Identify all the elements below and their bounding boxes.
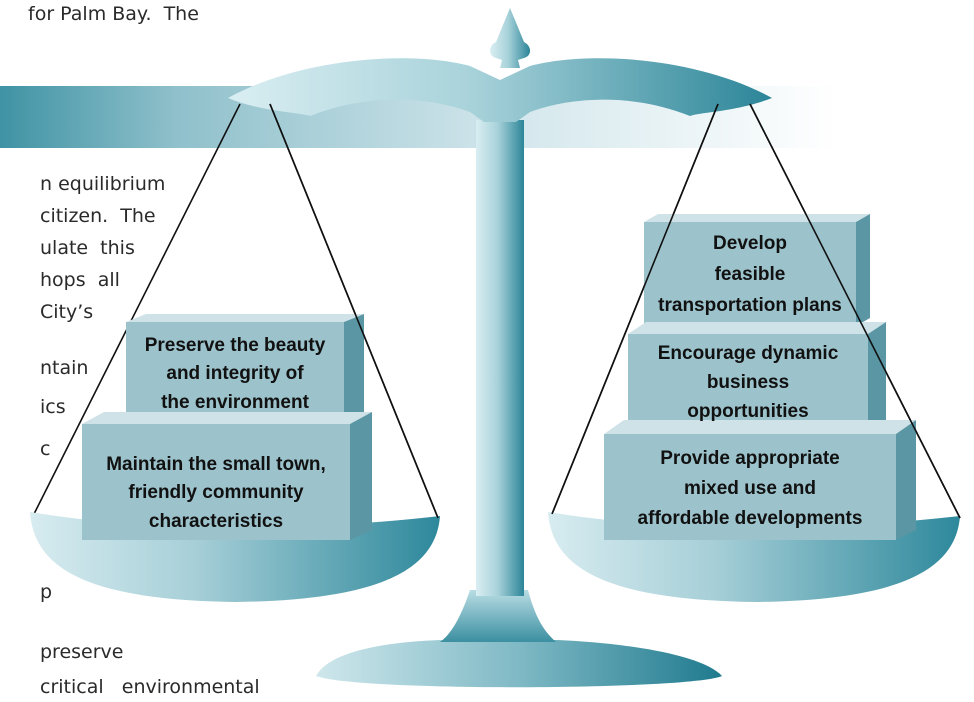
left-box-preserve	[126, 314, 364, 424]
background-text-line: citizen. The	[40, 205, 156, 227]
background-text-line: c	[40, 438, 51, 460]
right-box-develop-line-2: feasible	[715, 264, 786, 285]
background-text-line: critical environmental	[40, 676, 260, 698]
right-box-provide-line-3: affordable developments	[638, 508, 863, 529]
left-box-maintain	[82, 412, 372, 540]
background-text-line: preserve	[40, 641, 124, 663]
left-box-maintain-line-3: characteristics	[149, 511, 283, 532]
scale-beam	[228, 58, 772, 122]
right-box-encourage	[628, 322, 886, 430]
background-text-line: City’s	[40, 301, 94, 323]
right-box-encourage-line-3: opportunities	[687, 401, 808, 422]
scale-pillar	[476, 120, 524, 596]
left-box-preserve-line-2: and integrity of	[166, 363, 304, 384]
scale-finial	[490, 8, 530, 68]
right-box-develop-line-1: Develop	[713, 233, 787, 254]
scale-base-neck	[440, 590, 556, 642]
background-text-line: ics	[40, 396, 66, 418]
scale-base	[316, 640, 722, 688]
background-text-line: for Palm Bay. The	[28, 3, 199, 25]
right-box-encourage-line-2: business	[707, 372, 789, 393]
right-box-encourage-line-1: Encourage dynamic	[658, 343, 839, 364]
right-box-provide-line-2: mixed use and	[684, 478, 816, 499]
left-box-maintain-line-2: friendly community	[128, 482, 304, 503]
background-text-line: hops all	[40, 269, 120, 291]
left-box-preserve-line-3: the environment	[161, 392, 309, 413]
left-box-maintain-line-1: Maintain the small town,	[106, 454, 326, 475]
background-text-line: ulate this	[40, 237, 135, 259]
right-box-provide-line-1: Provide appropriate	[660, 448, 840, 469]
background-text-line: p	[40, 581, 53, 603]
front-strings	[269, 103, 961, 519]
right-box-develop-line-3: transportation plans	[658, 295, 842, 316]
background-text-line: ntain	[40, 357, 89, 379]
left-box-preserve-line-1: Preserve the beauty	[145, 335, 326, 356]
right-box-provide	[604, 420, 916, 540]
right-box-develop	[644, 214, 870, 326]
background-text-line: n equilibrium	[40, 173, 166, 195]
